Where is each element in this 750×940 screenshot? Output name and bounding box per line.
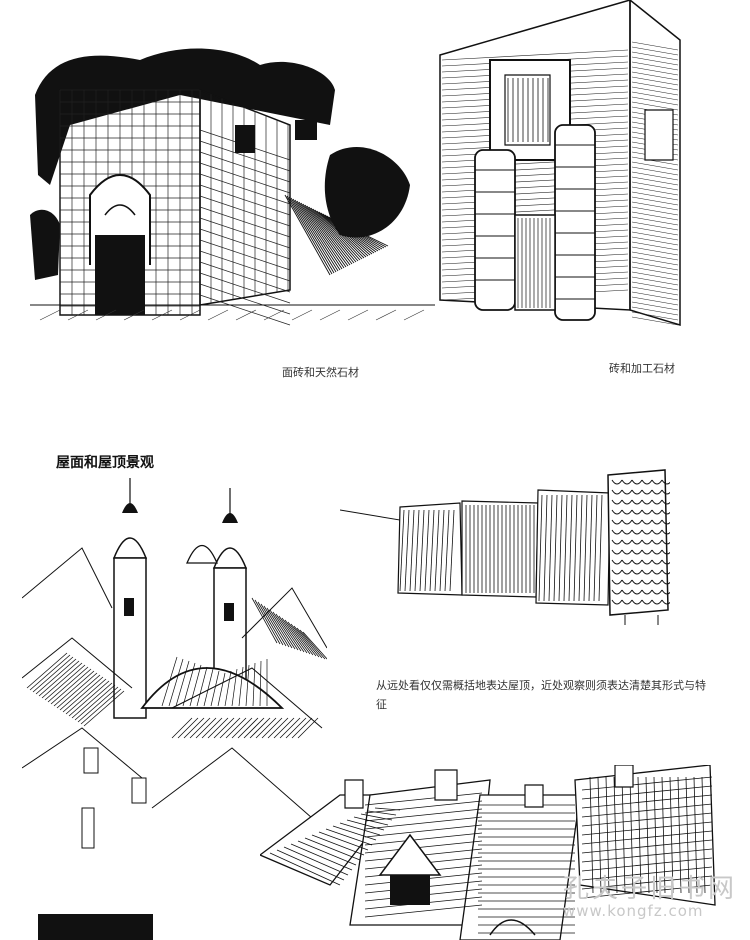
- section-heading-roof-landscape: 屋面和屋顶景观: [56, 455, 154, 471]
- watermark-brand: 孔夫子旧书网: [563, 874, 738, 904]
- roof-observation-note: 从远处看仅仅需概括地表达屋顶，近处观察则须表达清楚其形式与特征: [376, 679, 706, 711]
- closeup-roofs-sketch: [260, 765, 720, 940]
- caption-brick-and-dressed-stone: 砖和加工石材: [609, 362, 675, 375]
- brick-stone-building-sketch: [430, 0, 685, 335]
- town-roofscape-sketch: [22, 478, 327, 868]
- tiled-building-sketch: [30, 48, 440, 335]
- cropped-dark-image-fragment: [38, 914, 153, 940]
- caption-tile-and-natural-stone: 面砖和天然石材: [282, 366, 359, 379]
- watermark-url: www.kongfz.com: [563, 902, 704, 920]
- roof-detail-sketch: [340, 465, 670, 625]
